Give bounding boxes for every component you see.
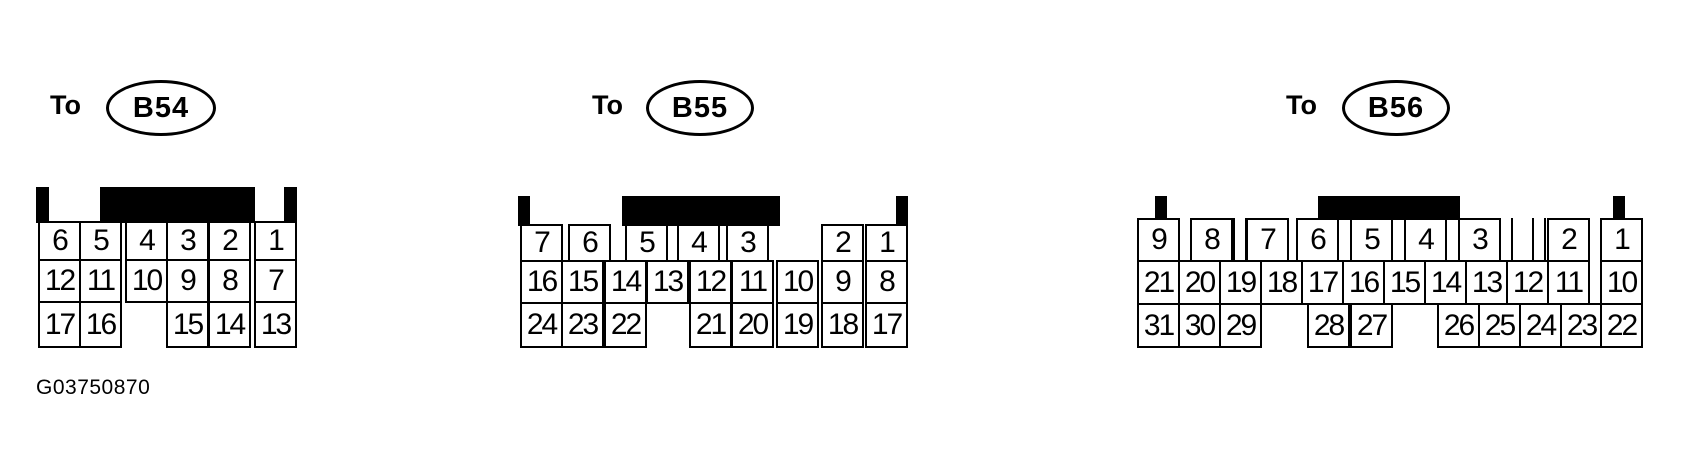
pin: 22 xyxy=(1600,303,1643,348)
pin: 6 xyxy=(568,224,611,262)
latch-left xyxy=(518,196,530,226)
pin: 30 xyxy=(1178,303,1221,348)
pin: 18 xyxy=(1260,260,1303,305)
pin: 12 xyxy=(38,259,81,303)
pin: 19 xyxy=(1219,260,1262,305)
pin: 10 xyxy=(125,259,168,303)
pin: 23 xyxy=(1560,303,1603,348)
pin: 7 xyxy=(520,224,563,262)
pin: 9 xyxy=(1137,218,1180,262)
pin: 1 xyxy=(254,221,297,261)
pin: 11 xyxy=(731,260,774,304)
pin: 17 xyxy=(1301,260,1344,305)
pin: 9 xyxy=(166,259,209,303)
pin: 14 xyxy=(1424,260,1467,305)
pin: 10 xyxy=(776,260,819,304)
pin: 1 xyxy=(865,224,908,262)
connector-tag-b54: B54 xyxy=(106,80,216,136)
pin: 20 xyxy=(731,302,774,348)
latch-right xyxy=(284,187,297,223)
pin: 13 xyxy=(1465,260,1508,305)
pin: 8 xyxy=(865,260,908,304)
to-label-b54: To xyxy=(50,90,81,120)
pin: 14 xyxy=(208,301,251,348)
pin: 4 xyxy=(1404,218,1447,262)
pin: 17 xyxy=(865,302,908,348)
pin: 15 xyxy=(561,260,604,304)
pin: 7 xyxy=(1246,218,1289,262)
pin: 25 xyxy=(1478,303,1521,348)
pin: 5 xyxy=(79,221,122,261)
latch-right xyxy=(1613,196,1625,220)
pin: 24 xyxy=(520,302,563,348)
pin: 21 xyxy=(689,302,732,348)
pin: 31 xyxy=(1137,303,1180,348)
pin: 22 xyxy=(604,302,647,348)
pin: 13 xyxy=(254,301,297,348)
pin: 23 xyxy=(561,302,604,348)
key-block xyxy=(1318,196,1460,220)
pin: 16 xyxy=(520,260,563,304)
pin: 2 xyxy=(208,221,251,261)
pin: 6 xyxy=(1296,218,1339,262)
slot-divider xyxy=(1532,218,1546,262)
slot-divider xyxy=(1233,218,1247,262)
to-label-b55: To xyxy=(592,90,623,120)
latch-right xyxy=(896,196,908,226)
key-block xyxy=(622,196,780,226)
pin: 21 xyxy=(1137,260,1180,305)
pin: 16 xyxy=(79,301,122,348)
pin: 29 xyxy=(1219,303,1262,348)
pin: 7 xyxy=(254,259,297,303)
pin: 15 xyxy=(1383,260,1426,305)
pin: 12 xyxy=(689,260,732,304)
pin: 28 xyxy=(1307,303,1350,348)
pin: 5 xyxy=(625,224,668,262)
pin: 19 xyxy=(776,302,819,348)
pin: 6 xyxy=(38,221,81,261)
pin: 12 xyxy=(1506,260,1549,305)
pin: 3 xyxy=(1458,218,1501,262)
pin: 8 xyxy=(208,259,251,303)
pin: 4 xyxy=(125,221,168,261)
to-label-b56: To xyxy=(1286,90,1317,120)
pin: 27 xyxy=(1350,303,1393,348)
slot-divider xyxy=(1499,218,1513,262)
pin: 20 xyxy=(1178,260,1221,305)
pin: 3 xyxy=(726,224,769,262)
pin: 18 xyxy=(821,302,864,348)
slot-divider xyxy=(1178,218,1192,262)
pin: 4 xyxy=(677,224,720,262)
pin: 26 xyxy=(1437,303,1480,348)
pin: 17 xyxy=(38,301,81,348)
pin: 9 xyxy=(821,260,864,304)
pin: 3 xyxy=(166,221,209,261)
pin: 1 xyxy=(1600,218,1643,262)
figure-code: G03750870 xyxy=(36,376,151,399)
pin: 2 xyxy=(821,224,864,262)
pin: 24 xyxy=(1519,303,1562,348)
key-block xyxy=(100,187,255,223)
pin: 13 xyxy=(646,260,689,304)
pin: 11 xyxy=(1547,260,1590,305)
pin: 11 xyxy=(79,259,122,303)
connector-tag-b56: B56 xyxy=(1342,80,1450,136)
pin: 15 xyxy=(166,301,209,348)
latch-left xyxy=(1155,196,1167,220)
latch-left xyxy=(36,187,49,223)
connector-tag-b55: B55 xyxy=(646,80,754,136)
pin: 2 xyxy=(1547,218,1590,262)
pin: 14 xyxy=(604,260,647,304)
pin: 8 xyxy=(1190,218,1233,262)
pin: 16 xyxy=(1342,260,1385,305)
pin: 10 xyxy=(1600,260,1643,305)
pin: 5 xyxy=(1350,218,1393,262)
